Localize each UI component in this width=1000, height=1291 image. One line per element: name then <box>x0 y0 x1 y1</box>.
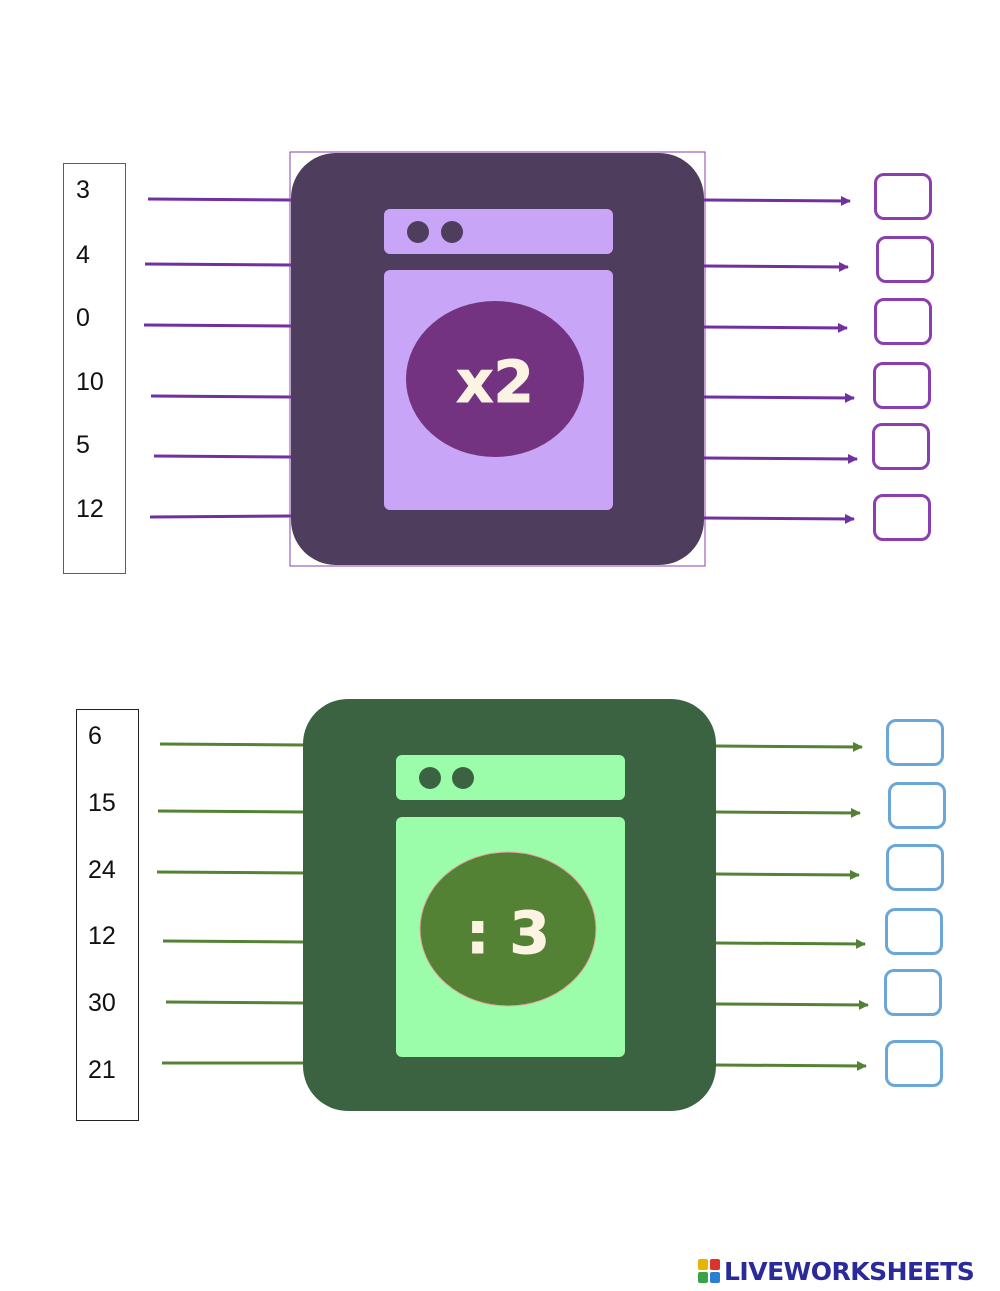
answer-box[interactable] <box>885 908 943 955</box>
washing-machine-drum <box>419 851 597 1007</box>
knob-icon <box>452 767 474 789</box>
liveworksheets-logo-icon <box>697 1258 721 1284</box>
input-number: 30 <box>88 989 116 1017</box>
input-number: 15 <box>88 789 116 817</box>
input-number: 12 <box>88 922 116 950</box>
knob-icon <box>441 221 463 243</box>
washing-machine-drum <box>406 301 584 457</box>
input-number: 5 <box>76 431 90 459</box>
input-number: 10 <box>76 368 104 396</box>
knob-icon <box>419 767 441 789</box>
output-arrows <box>715 741 869 1071</box>
operation-label: x2 <box>456 348 534 416</box>
answer-box[interactable] <box>884 969 942 1016</box>
input-lines <box>156 742 305 1065</box>
knob-icon <box>407 221 429 243</box>
washing-machine-control-panel <box>384 209 613 254</box>
input-number: 21 <box>88 1056 116 1084</box>
input-number: 0 <box>76 304 90 332</box>
multiply-machine-graphic: x2 <box>143 151 858 567</box>
washing-machine-control-panel <box>396 755 625 800</box>
machine-outline <box>289 151 706 567</box>
input-lines <box>143 197 293 519</box>
answer-box[interactable] <box>888 782 946 829</box>
liveworksheets-logo: LIVEWORKSHEETS <box>697 1256 975 1286</box>
input-number: 12 <box>76 495 104 523</box>
answer-box[interactable] <box>885 1040 943 1087</box>
input-number: 6 <box>88 722 102 750</box>
input-number: 24 <box>88 856 116 884</box>
input-number: 4 <box>76 241 90 269</box>
input-list-multiply: 3 4 0 10 5 12 <box>63 163 126 574</box>
answer-box[interactable] <box>886 719 944 766</box>
operation-label: : 3 <box>466 899 550 967</box>
input-list-divide: 6 15 24 12 30 21 <box>76 709 139 1121</box>
logo-text: LIVEWORKSHEETS <box>724 1256 975 1286</box>
answer-box[interactable] <box>876 236 934 283</box>
answer-box[interactable] <box>874 298 932 345</box>
divide-machine-graphic: : 3 <box>156 699 869 1111</box>
answer-box[interactable] <box>873 362 931 409</box>
answer-box[interactable] <box>886 844 944 891</box>
answer-box[interactable] <box>874 173 932 220</box>
answer-box[interactable] <box>872 423 930 470</box>
input-number: 3 <box>76 176 90 204</box>
output-arrows <box>703 195 858 524</box>
answer-box[interactable] <box>873 494 931 541</box>
